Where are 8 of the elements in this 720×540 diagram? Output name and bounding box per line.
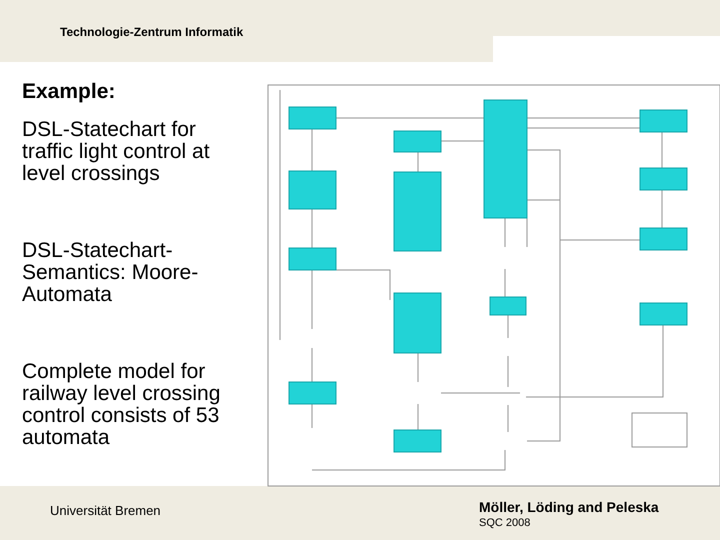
slide-title: Example: xyxy=(22,81,116,104)
body-text: DSL-Statechart for traffic light control at level crossings xyxy=(22,119,211,186)
body-text: DSL-Statechart-Semantics: Moore-Automata xyxy=(22,240,200,306)
author-names: Möller, Löding and Peleska xyxy=(479,500,659,515)
conference-name: SQC 2008 xyxy=(479,518,530,530)
footer-text: Universität Bremen xyxy=(50,504,161,518)
body-text: Complete model for railway level crossing control consists of 53 automata xyxy=(22,361,222,450)
header-text: Technologie-Zentrum Informatik xyxy=(60,26,244,39)
